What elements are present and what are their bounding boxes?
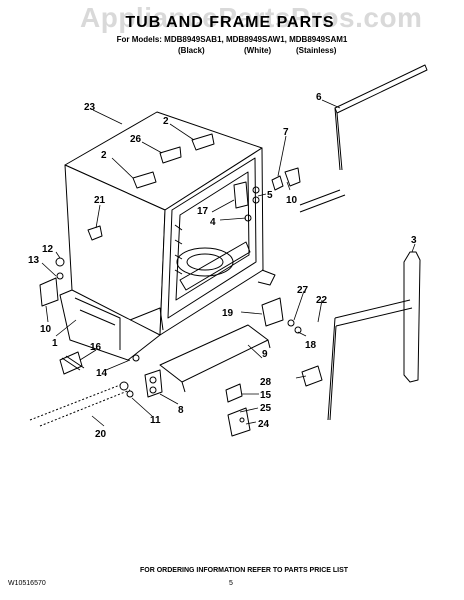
callout-26: 26 (130, 134, 142, 145)
callout-25: 25 (260, 403, 272, 414)
models-line: For Models: MDB8949SAB1, MDB8949SAW1, MD… (116, 35, 348, 44)
finish-black: (Black) (178, 46, 205, 55)
callout-22: 22 (316, 295, 328, 306)
callout-10-right: 10 (286, 195, 298, 206)
callout-4: 4 (210, 217, 216, 228)
callout-21: 21 (94, 195, 106, 206)
callout-14: 14 (96, 368, 108, 379)
top-mounting-brackets (132, 133, 215, 189)
callout-19: 19 (222, 308, 234, 319)
callout-3: 3 (411, 235, 417, 246)
callout-2-left: 2 (101, 150, 107, 161)
callout-23: 23 (84, 102, 96, 113)
door-gasket (327, 251, 421, 421)
callout-18: 18 (305, 340, 317, 351)
callout-12: 12 (42, 244, 54, 255)
callout-1: 1 (52, 338, 58, 349)
callout-13: 13 (28, 255, 40, 266)
watermark: AppliancePartsPros.com (80, 2, 423, 33)
callout-5: 5 (267, 190, 273, 201)
ordering-note: FOR ORDERING INFORMATION REFER TO PARTS … (140, 567, 349, 574)
callout-20: 20 (95, 429, 107, 440)
callout-28: 28 (260, 377, 272, 388)
diagram-title: TUB AND FRAME PARTS (125, 14, 335, 31)
finish-white: (White) (244, 46, 272, 55)
callout-15: 15 (260, 390, 272, 401)
callout-11: 11 (150, 415, 161, 426)
top-gasket (299, 64, 428, 213)
callout-10-left: 10 (40, 324, 52, 335)
callout-7: 7 (283, 127, 289, 138)
finish-stainless: (Stainless) (296, 46, 337, 55)
callout-8: 8 (178, 405, 184, 416)
bottom-bracket-and-valves (126, 297, 323, 437)
callout-24: 24 (258, 419, 270, 430)
callout-2-top: 2 (163, 116, 169, 127)
left-bottom-parts (29, 225, 131, 427)
callout-17: 17 (197, 206, 209, 217)
doc-number: W10516570 (8, 580, 46, 587)
leader-lines (41, 99, 416, 427)
callout-27: 27 (297, 285, 309, 296)
tub-assembly (59, 111, 276, 361)
page-number: 5 (229, 580, 233, 587)
callout-9: 9 (262, 349, 268, 360)
callout-6: 6 (316, 92, 322, 103)
callout-16: 16 (90, 342, 102, 353)
